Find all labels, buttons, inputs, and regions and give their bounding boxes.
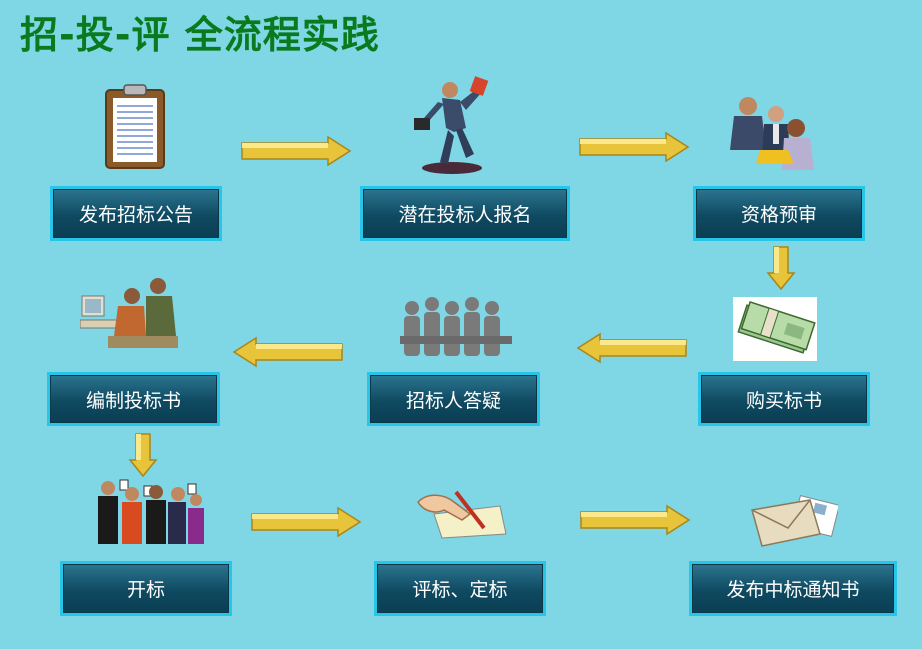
businessman-icon xyxy=(414,76,489,174)
step-prepare-bid: 编制投标书 xyxy=(47,372,220,426)
arrow-right-icon xyxy=(241,135,352,167)
hand-writing-icon xyxy=(417,490,507,539)
people-raising-cards-icon xyxy=(98,479,204,544)
clipboard-icon xyxy=(105,84,165,169)
step-bidder-registration: 潜在投标人报名 xyxy=(360,186,570,241)
step-prequalification: 资格预审 xyxy=(693,186,865,241)
step-evaluate-award: 评标、定标 xyxy=(374,561,546,616)
step-publish-award-notice: 发布中标通知书 xyxy=(689,561,897,616)
group-silhouette-icon xyxy=(400,297,512,356)
arrow-down-icon xyxy=(766,246,796,291)
money-icon xyxy=(733,297,817,361)
arrow-right-icon xyxy=(251,506,362,538)
step-tenderer-qa: 招标人答疑 xyxy=(367,372,540,426)
envelope-icon xyxy=(751,495,838,547)
meeting-people-icon xyxy=(730,97,814,170)
arrow-right-icon xyxy=(579,131,690,163)
arrow-left-icon xyxy=(232,336,343,368)
arrow-down-icon xyxy=(128,433,158,478)
computer-workers-icon xyxy=(80,278,178,348)
step-publish-tender-notice: 发布招标公告 xyxy=(50,186,222,241)
arrow-right-icon xyxy=(580,504,691,536)
step-buy-tender-docs: 购买标书 xyxy=(698,372,870,426)
arrow-left-icon xyxy=(576,332,687,364)
page-title: 招-投-评 全流程实践 xyxy=(20,13,380,57)
step-bid-opening: 开标 xyxy=(60,561,232,616)
